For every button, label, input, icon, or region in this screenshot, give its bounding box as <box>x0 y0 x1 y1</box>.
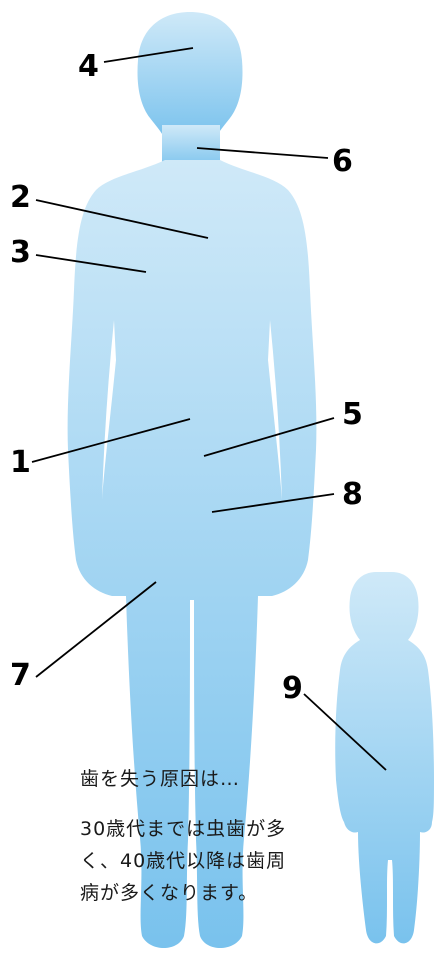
label-8: 8 <box>342 480 363 510</box>
label-1: 1 <box>10 448 31 478</box>
caption-line-1: 30歳代までは虫歯が多 <box>80 814 286 844</box>
label-6: 6 <box>332 147 353 177</box>
male-silhouette <box>68 12 317 948</box>
caption-heading: 歯を失う原因は… <box>80 764 240 794</box>
label-4: 4 <box>78 52 99 82</box>
label-2: 2 <box>10 183 31 213</box>
female-silhouette <box>335 572 434 943</box>
label-7: 7 <box>10 661 31 691</box>
label-9: 9 <box>282 674 303 704</box>
caption-line-2: く、40歳代以降は歯周 <box>80 846 286 876</box>
label-5: 5 <box>342 400 363 430</box>
caption-line-3: 病が多くなります。 <box>80 878 258 908</box>
label-3: 3 <box>10 238 31 268</box>
